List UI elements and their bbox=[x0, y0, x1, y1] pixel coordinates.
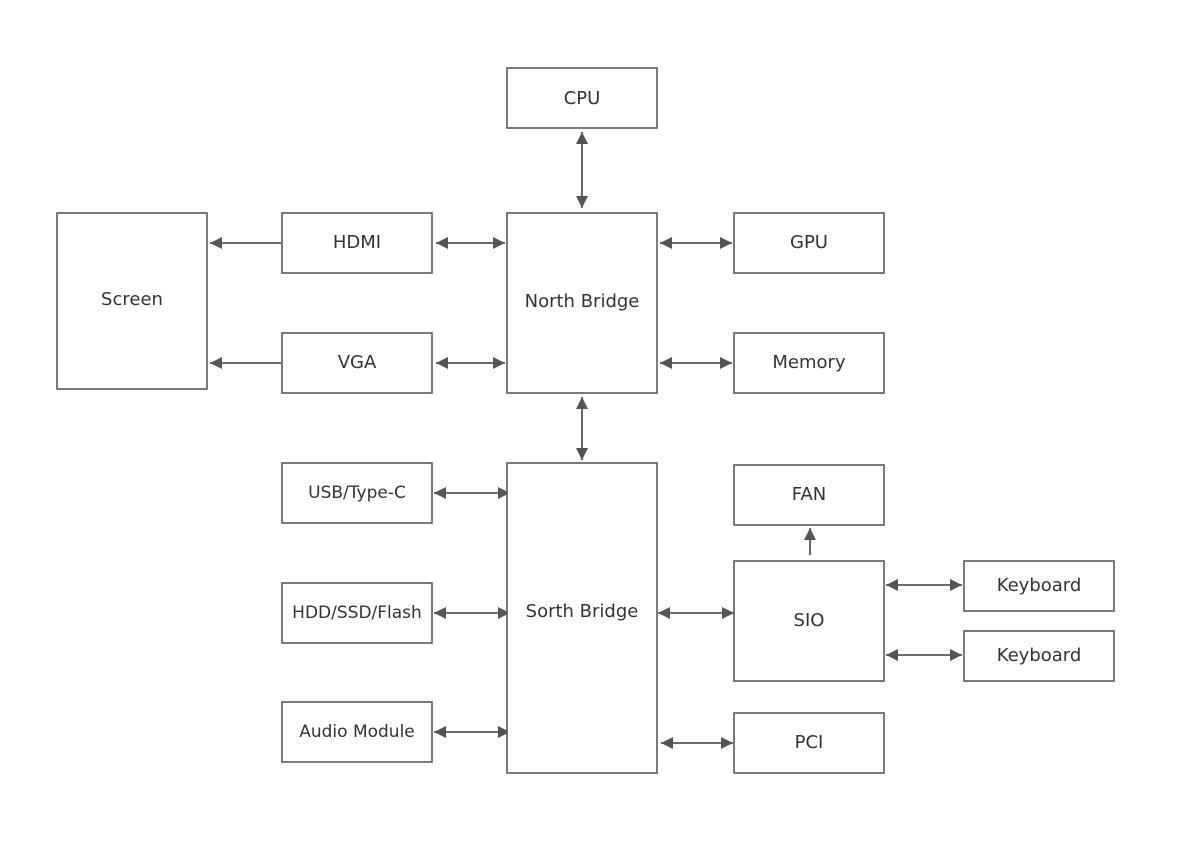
node-label: SIO bbox=[794, 610, 825, 631]
node-label: Sorth Bridge bbox=[526, 601, 639, 622]
node-keyboard-2: Keyboard bbox=[963, 630, 1115, 682]
node-audio: Audio Module bbox=[281, 701, 433, 763]
node-hdmi: HDMI bbox=[281, 212, 433, 274]
node-label: FAN bbox=[792, 484, 826, 505]
node-label: Keyboard bbox=[997, 645, 1082, 666]
node-pci: PCI bbox=[733, 712, 885, 774]
node-label: North Bridge bbox=[525, 291, 640, 312]
node-south-bridge: Sorth Bridge bbox=[506, 462, 658, 774]
node-keyboard-1: Keyboard bbox=[963, 560, 1115, 612]
node-label: Keyboard bbox=[997, 575, 1082, 596]
node-usb: USB/Type-C bbox=[281, 462, 433, 524]
node-label: Audio Module bbox=[299, 722, 415, 742]
node-sio: SIO bbox=[733, 560, 885, 682]
node-label: Memory bbox=[772, 352, 846, 373]
connectors bbox=[210, 132, 962, 749]
node-label: GPU bbox=[790, 232, 828, 253]
node-memory: Memory bbox=[733, 332, 885, 394]
node-fan: FAN bbox=[733, 464, 885, 526]
node-screen: Screen bbox=[56, 212, 208, 390]
node-gpu: GPU bbox=[733, 212, 885, 274]
node-cpu: CPU bbox=[506, 67, 658, 129]
node-label: USB/Type-C bbox=[308, 483, 406, 503]
node-label: HDD/SSD/Flash bbox=[292, 603, 422, 623]
node-label: HDMI bbox=[333, 232, 381, 253]
node-label: VGA bbox=[338, 352, 377, 373]
node-label: PCI bbox=[795, 732, 824, 753]
node-vga: VGA bbox=[281, 332, 433, 394]
node-label: CPU bbox=[564, 88, 601, 109]
node-storage: HDD/SSD/Flash bbox=[281, 582, 433, 644]
node-north-bridge: North Bridge bbox=[506, 212, 658, 394]
node-label: Screen bbox=[101, 289, 163, 310]
